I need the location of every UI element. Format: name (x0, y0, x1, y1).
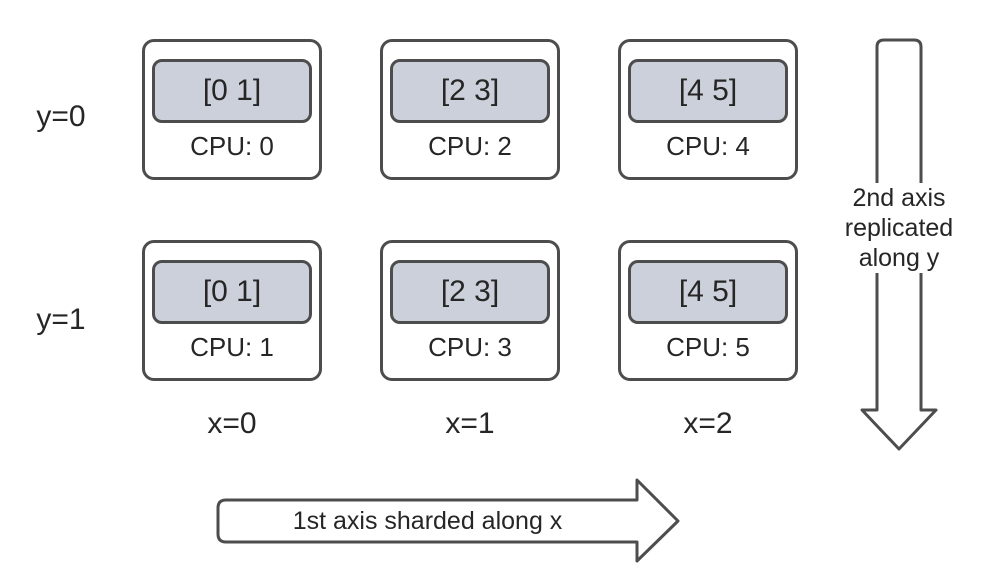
device-box-cpu3: [2 3] CPU: 3 (380, 240, 560, 381)
device-box-cpu2: [2 3] CPU: 2 (380, 39, 560, 180)
cpu-label: CPU: 2 (428, 131, 512, 161)
shard-chip: [4 5] (628, 260, 788, 324)
vertical-arrow-label: 2nd axis replicated along y (836, 183, 962, 273)
shard-chip: [2 3] (390, 260, 550, 324)
shard-chip: [0 1] (152, 260, 312, 324)
device-box-cpu0: [0 1] CPU: 0 (142, 39, 322, 180)
col-label-x1: x=1 (445, 407, 495, 440)
col-label-x0: x=0 (207, 407, 257, 440)
horizontal-arrow-label: 1st axis sharded along x (292, 506, 563, 535)
device-box-cpu4: [4 5] CPU: 4 (618, 39, 798, 180)
device-box-cpu1: [0 1] CPU: 1 (142, 240, 322, 381)
shard-chip: [4 5] (628, 59, 788, 123)
device-box-cpu5: [4 5] CPU: 5 (618, 240, 798, 381)
row-label-y1: y=1 (36, 303, 86, 336)
cpu-label: CPU: 0 (190, 131, 274, 161)
col-label-x2: x=2 (683, 407, 733, 440)
cpu-label: CPU: 4 (666, 131, 750, 161)
cpu-label: CPU: 1 (190, 332, 274, 362)
shard-chip: [2 3] (390, 59, 550, 123)
shard-chip: [0 1] (152, 59, 312, 123)
cpu-label: CPU: 5 (666, 332, 750, 362)
row-label-y0: y=0 (36, 100, 86, 133)
cpu-label: CPU: 3 (428, 332, 512, 362)
